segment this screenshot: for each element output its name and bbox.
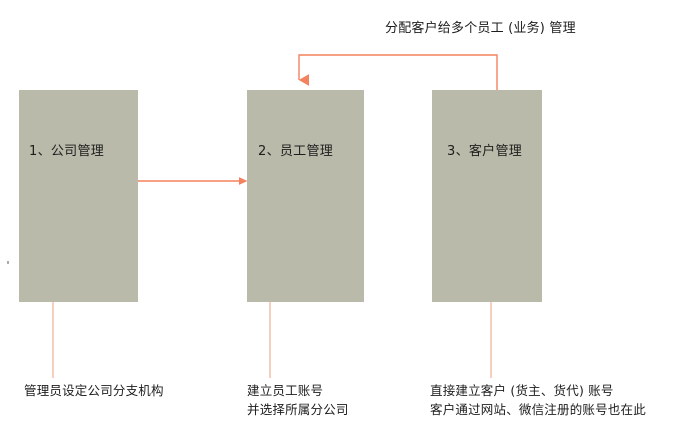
edge-label-customer-to-employee: 分配客户给多个员工 (业务) 管理 [385, 21, 576, 36]
node-employee-management-label: 2、员工管理 [258, 144, 334, 159]
edge-customer-to-employee [298, 54, 498, 90]
caption-company-line-1: 管理员设定公司分支机构 [24, 383, 164, 398]
node-company-management[interactable]: 1、公司管理 [19, 90, 138, 302]
node-customer-management-label: 3、客户管理 [447, 144, 523, 159]
caption-employee-line-1: 建立员工账号 [247, 383, 324, 398]
caption-employee-line-2: 并选择所属分公司 [247, 402, 349, 417]
caption-company-management: 管理员设定公司分支机构 [24, 381, 164, 400]
caption-employee-management: 建立员工账号 并选择所属分公司 [247, 381, 349, 419]
stray-mark [7, 261, 9, 264]
caption-customer-line-2: 客户通过网站、微信注册的账号也在此 [430, 402, 646, 417]
node-company-management-label: 1、公司管理 [29, 144, 105, 159]
caption-customer-line-1: 直接建立客户 (货主、货代) 账号 [430, 383, 614, 398]
node-customer-management[interactable]: 3、客户管理 [432, 90, 542, 302]
caption-customer-management: 直接建立客户 (货主、货代) 账号 客户通过网站、微信注册的账号也在此 [430, 381, 646, 419]
node-employee-management[interactable]: 2、员工管理 [247, 90, 364, 302]
